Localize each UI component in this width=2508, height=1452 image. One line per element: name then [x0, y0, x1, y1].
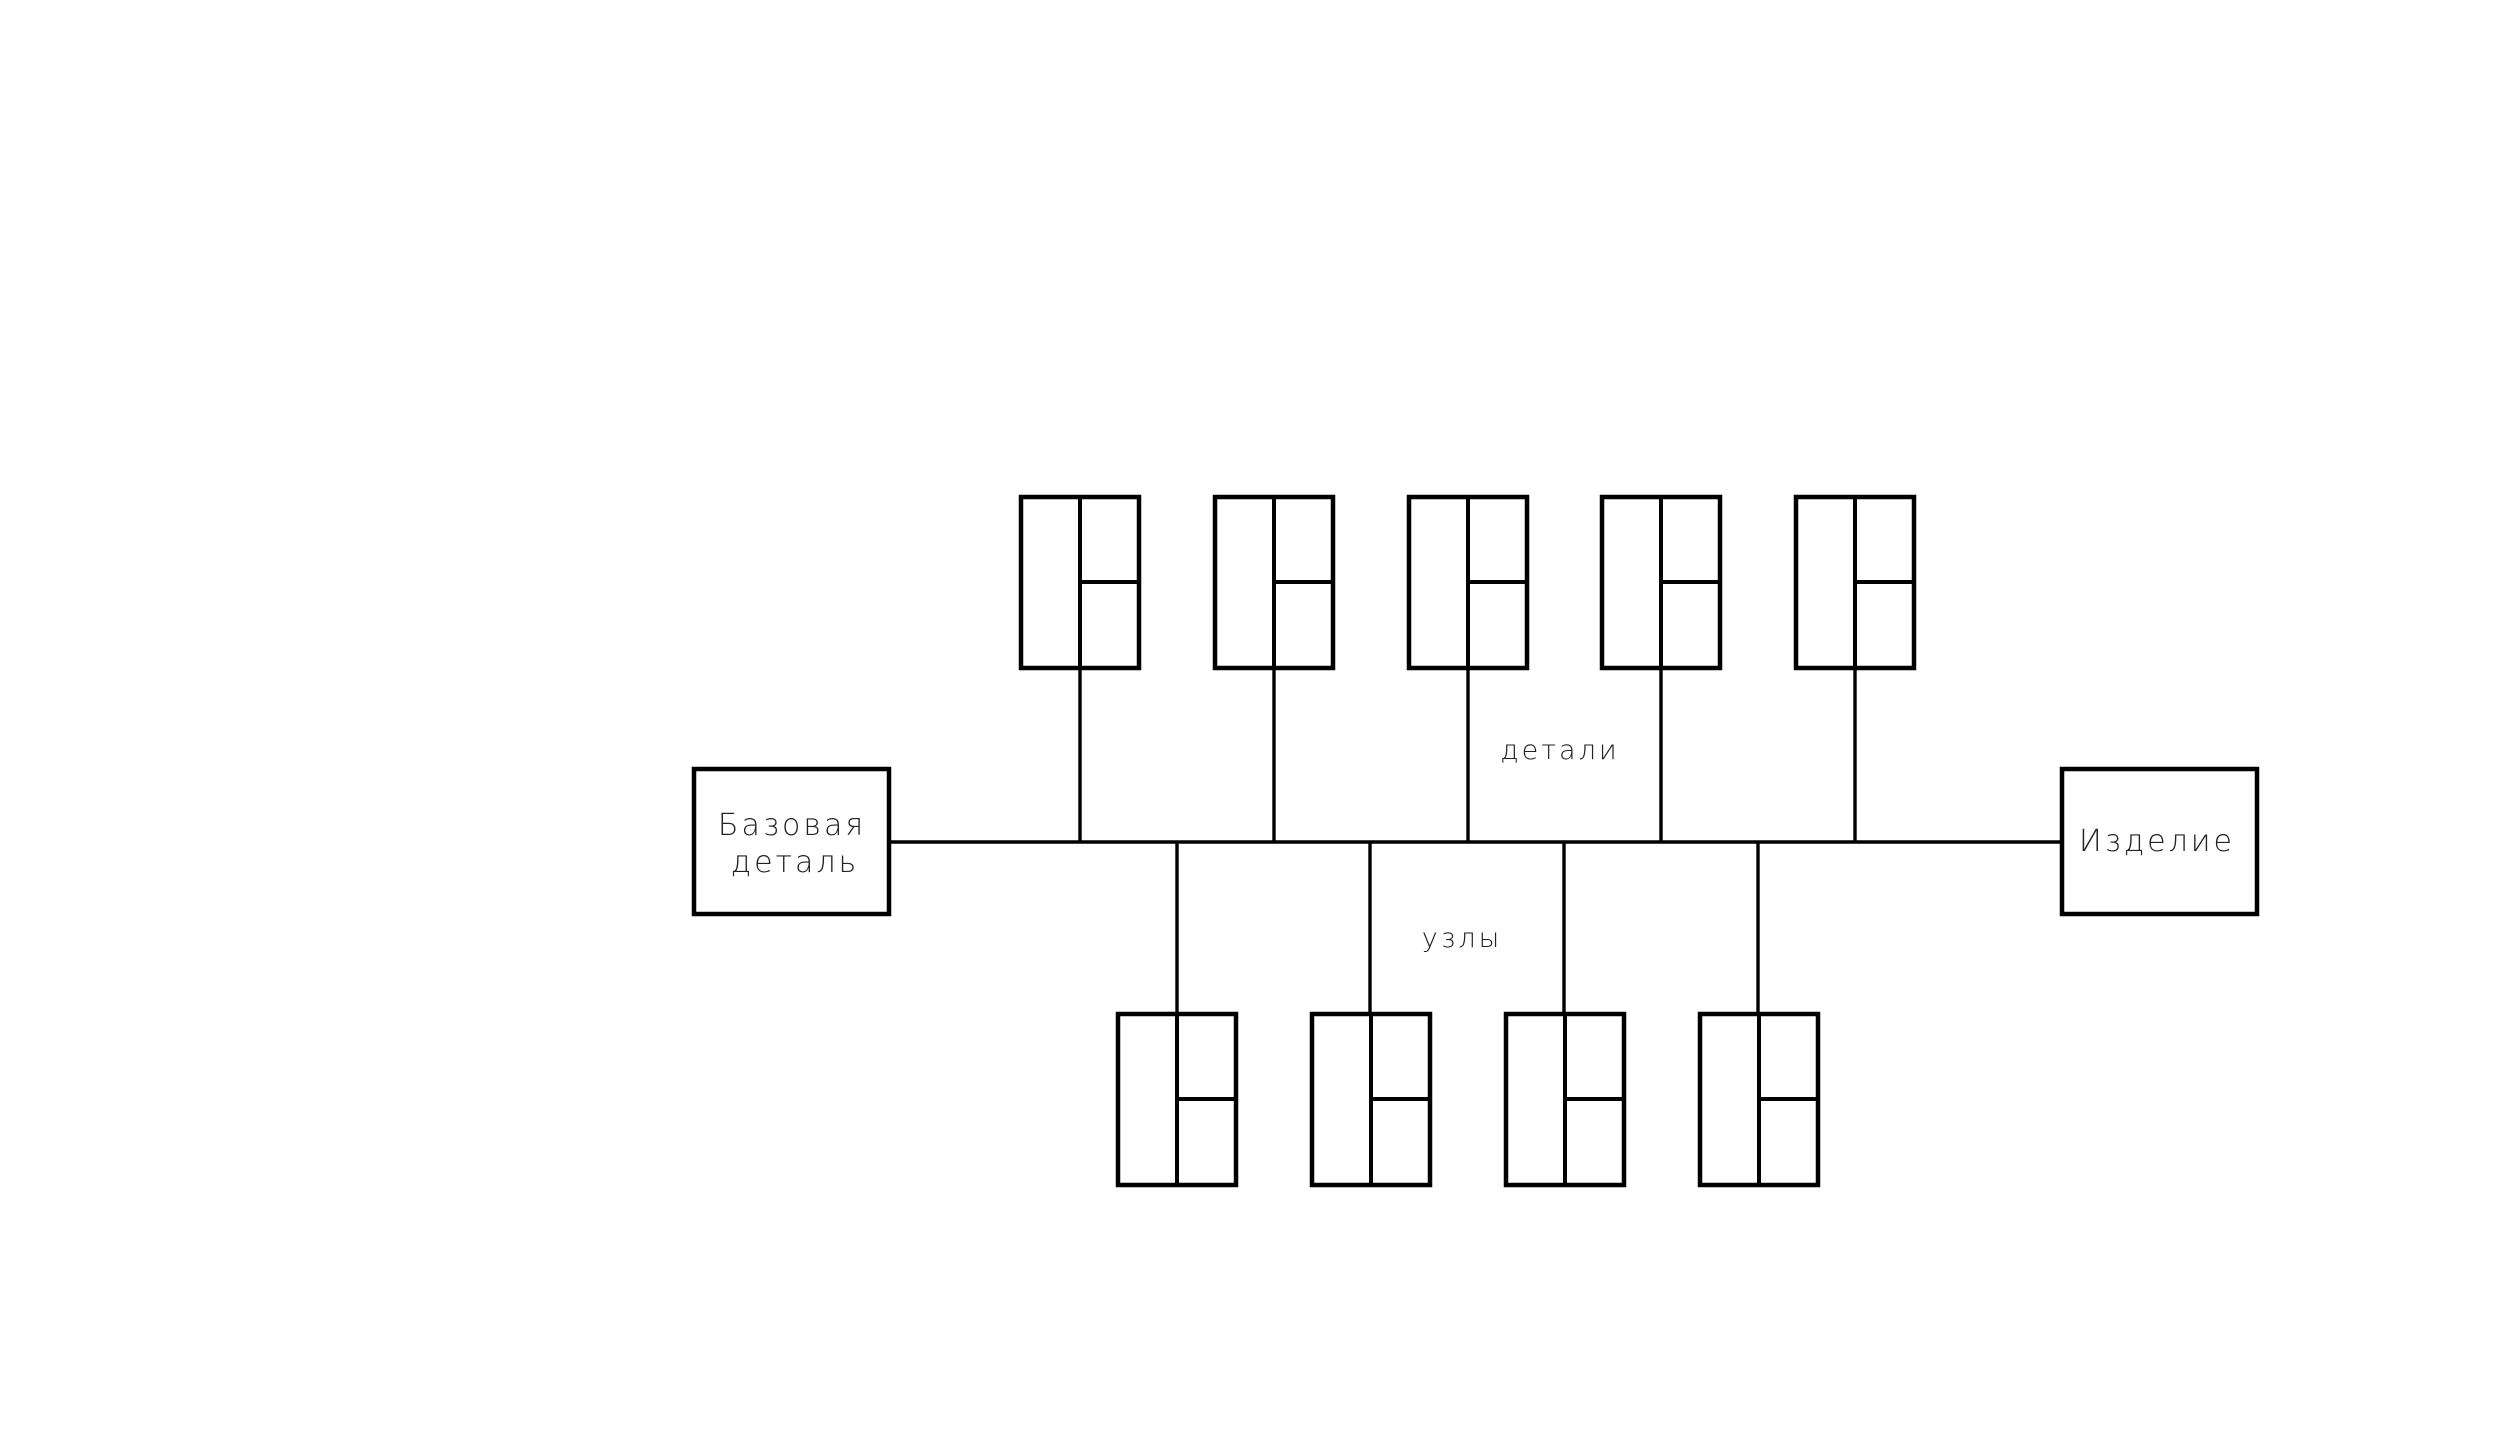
product-frame: [2059, 766, 2260, 917]
part-box: [1018, 494, 1142, 671]
part-box: [1212, 494, 1336, 671]
assembly-box: [1697, 1011, 1821, 1188]
base-part-box: Базовая деталь: [691, 766, 892, 917]
part-box: [1599, 494, 1723, 671]
assembly-box: [1309, 1011, 1433, 1188]
parts-group-label: детали: [1500, 735, 1619, 766]
product-label: Изделие: [2079, 824, 2235, 859]
assembly-connectors: [1175, 842, 1760, 1015]
part-connectors: [1078, 667, 1857, 842]
base-part-label-line2: деталь: [731, 845, 859, 880]
assembly-box: [1115, 1011, 1239, 1188]
assemblies-row: [1115, 1011, 1821, 1188]
base-part-label-line1: Базовая: [718, 808, 866, 843]
product-box: Изделие: [2059, 766, 2260, 917]
parts-row: [1018, 494, 1917, 671]
base-part-frame: [691, 766, 892, 917]
assemblies-group-label: узлы: [1422, 923, 1503, 954]
part-box: [1793, 494, 1917, 671]
assembly-box: [1503, 1011, 1627, 1188]
part-box: [1406, 494, 1530, 671]
